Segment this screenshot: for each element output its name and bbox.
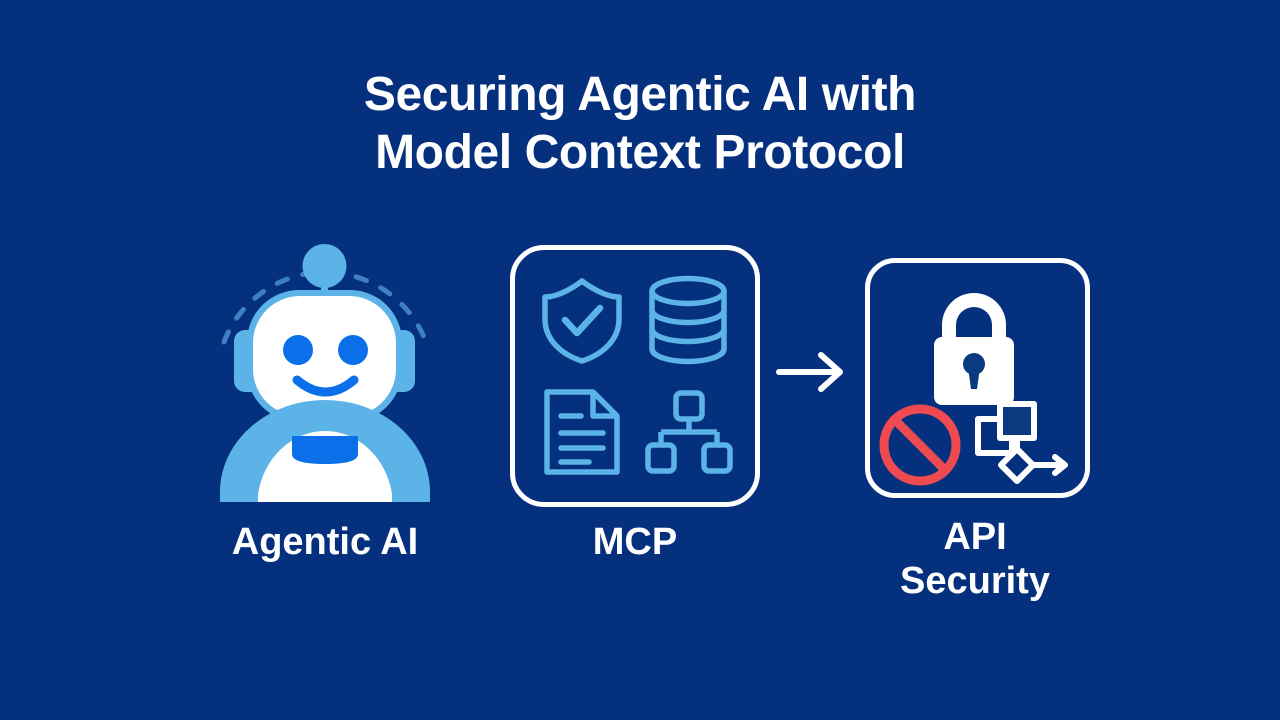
node-label-api-security: API Security	[845, 515, 1105, 603]
robot-body-icon	[220, 400, 430, 502]
node-mcp[interactable]: MCP	[490, 220, 780, 620]
node-label-api-line-2: Security	[900, 560, 1050, 602]
mcp-icon-grid	[515, 250, 755, 502]
database-icon	[645, 274, 731, 366]
node-api-security[interactable]: API Security	[845, 220, 1105, 620]
hierarchy-icon	[643, 389, 733, 475]
mcp-box-icon	[510, 245, 760, 507]
node-label-api-line-1: API	[943, 516, 1007, 558]
robot-eyes-icon	[283, 335, 368, 365]
title-line-2: Model Context Protocol	[375, 126, 905, 179]
api-security-box-icon	[865, 258, 1090, 498]
flowchart-icon	[975, 401, 1068, 484]
arrow-right-icon	[775, 350, 855, 394]
dashed-arc-icon	[221, 269, 429, 345]
title-line-1: Securing Agentic AI with	[363, 68, 917, 121]
node-agentic-ai[interactable]: Agentic AI	[180, 220, 470, 620]
robot-avatar-icon	[210, 220, 440, 510]
node-label-mcp: MCP	[592, 521, 678, 563]
shield-check-icon	[539, 275, 625, 365]
node-label-agentic-ai: Agentic AI	[231, 521, 419, 563]
document-icon	[541, 386, 623, 478]
prohibition-icon	[879, 404, 961, 486]
page-title: Securing Agentic AI with Model Context P…	[0, 66, 1280, 182]
padlock-icon	[934, 293, 1014, 405]
robot-smile-icon	[292, 375, 359, 397]
diagram-stage: Agentic AI	[0, 210, 1280, 630]
